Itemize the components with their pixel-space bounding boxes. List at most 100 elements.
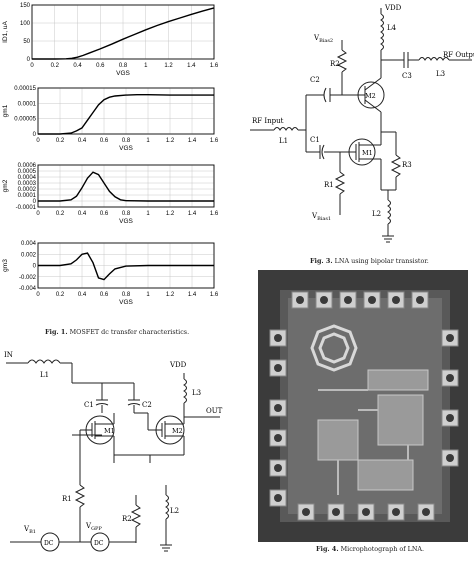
chart-3-ytick: 0.0003: [18, 181, 37, 187]
chart-1-ytick: 100: [20, 21, 31, 27]
chart-4-xtick: 0.8: [122, 292, 131, 298]
chart-4-xtick: 1: [146, 292, 150, 298]
chart-3-xtick: 1.6: [210, 211, 219, 217]
chart-1-ytick: 150: [20, 3, 31, 9]
fig3-m2-label: M2: [365, 92, 376, 100]
chart-3-xtick: 0.6: [100, 211, 109, 217]
fig4-caption-text: Microphotograph of LNA.: [340, 545, 425, 553]
fig1-caption: Fig. 1. MOSFET dc transfer characteristi…: [45, 328, 189, 336]
chart-3-xlabel: VGS: [119, 218, 133, 225]
fig2-dc2-label: DC: [94, 540, 104, 547]
chart-2-ytick: 0.00005: [14, 117, 36, 123]
chart-3-ytick: 0.0001: [18, 193, 37, 199]
fig2-r1-label: R1: [62, 495, 72, 503]
chart-1-ytick: 0: [27, 57, 31, 63]
chart-2-xtick: 1: [146, 138, 150, 144]
chart-1-xtick: 0: [30, 63, 34, 69]
fig2-out-label: OUT: [206, 407, 223, 415]
chart-3-ytick: 0: [33, 199, 37, 205]
chart-1-ylabel: ID1, uA: [2, 21, 9, 43]
fig2-m1-label: M1: [104, 427, 115, 435]
chart-1-xlabel: VGS: [116, 70, 130, 77]
fig2-r2-label: R2: [122, 515, 132, 523]
chart-1-xtick: 0.2: [51, 63, 60, 69]
chart-3-ytick: -0.0001: [16, 205, 37, 211]
fig3-caption-text: LNA using bipolar transistor.: [334, 257, 429, 265]
chart-3-xtick: 1.4: [188, 211, 197, 217]
chart-2-ylabel: gm1: [2, 104, 9, 117]
fig3-c2-label: C2: [310, 76, 320, 84]
chart-3-xtick: 0.8: [122, 211, 131, 217]
chart-2-xtick: 0.8: [122, 138, 131, 144]
fig2-schematic: IN L1 VDD L3 OUT C1 C2 M1 M2 R1 R2 L2 VB…: [0, 345, 240, 561]
chart-3-ytick: 0.0004: [18, 175, 37, 181]
chart-4-xlabel: VGS: [119, 299, 133, 306]
chart-1-border: [31, 4, 215, 60]
fig1-caption-label: Fig. 1.: [45, 328, 68, 336]
fig4-caption-label: Fig. 4.: [316, 545, 339, 553]
fig3-vbias2-label: VBias2: [313, 34, 333, 44]
chart-3-ytick: 0.0005: [18, 169, 37, 175]
chart-4-ytick: 0.002: [21, 252, 37, 258]
chart-3-xtick: 0.4: [78, 211, 87, 217]
chart-4-xtick: 0.6: [100, 292, 109, 298]
fig3-caption-label: Fig. 3.: [310, 257, 333, 265]
fig2-c2-label: C2: [142, 401, 152, 409]
chart-2-ytick: 0.00015: [14, 86, 36, 92]
chart-3-series-line: [38, 171, 214, 202]
fig4-chip-image: [258, 270, 468, 542]
chart-2-xtick: 1.6: [210, 138, 219, 144]
fig2-in-label: IN: [4, 351, 13, 359]
chart-4-xtick: 1.2: [166, 292, 175, 298]
fig2-svg: IN L1 VDD L3 OUT C1 C2 M1 M2 R1 R2 L2 VB…: [4, 351, 223, 552]
fig3-l3-label: L3: [436, 70, 445, 78]
fig3-r3-label: R3: [402, 161, 412, 169]
chart-2-xtick: 1.4: [188, 138, 197, 144]
chart-4-ytick: 0: [33, 264, 37, 270]
chart-4-ytick: 0.004: [21, 241, 37, 247]
chart-1-xtick: 1.2: [164, 63, 173, 69]
fig2-l2-label: L2: [170, 507, 179, 515]
chart-3-border: [37, 164, 215, 208]
chart-1-series-line: [32, 7, 215, 60]
chart-2-xtick: 0.2: [56, 138, 65, 144]
chart-3-ytick: 0.0006: [18, 163, 37, 169]
chart-4-ytick: -0.004: [19, 286, 37, 292]
fig3-m1-label: M1: [362, 149, 373, 157]
fig2-c1-label: C1: [84, 401, 94, 409]
chart-2-xtick: 0: [36, 138, 40, 144]
fig3-l1-label: L1: [279, 137, 288, 145]
chart-4-xtick: 0.4: [78, 292, 87, 298]
fig3-l4-label: L4: [387, 24, 397, 32]
chart-1-xtick: 0.4: [73, 63, 82, 69]
chart-3-xtick: 1.2: [166, 211, 175, 217]
fig3-rf-input-label: RF Input: [252, 117, 284, 125]
fig2-m2-label: M2: [172, 427, 183, 435]
chart-1-xtick: 0.6: [96, 63, 105, 69]
fig2-vb1-label: VB1: [23, 525, 36, 535]
chart-4-xtick: 0.2: [56, 292, 65, 298]
chart-2-xtick: 1.2: [166, 138, 175, 144]
fig2-vgpp-label: VGPP: [85, 522, 102, 532]
chart-4-xtick: 1.4: [188, 292, 197, 298]
chart-1-xtick: 1.4: [187, 63, 196, 69]
chart-3-ylabel: gm2: [2, 179, 9, 192]
fig4-caption: Fig. 4. Microphotograph of LNA.: [316, 545, 424, 553]
fig3-c3-label: C3: [402, 72, 412, 80]
chart-1-ytick: 50: [23, 39, 30, 45]
chart-4-series-line: [38, 252, 214, 281]
fig3-vbias1-label: VBias1: [311, 212, 331, 222]
chart-2-xlabel: VGS: [119, 145, 133, 152]
fig3-r2-label: R2: [330, 60, 340, 68]
fig3-svg: VDD L4 VBias2 R2 C2 M2 C3 L3 RF Output R…: [250, 4, 474, 243]
chart-4-ytick: -0.002: [19, 275, 37, 281]
chart-3-xtick: 1: [146, 211, 150, 217]
fig3-vdd-label: VDD: [384, 4, 402, 12]
fig2-dc1-label: DC: [44, 540, 54, 547]
fig2-l3-label: L3: [192, 389, 201, 397]
fig3-l2-label: L2: [372, 210, 381, 218]
fig3-schematic: VDD L4 VBias2 R2 C2 M2 C3 L3 RF Output R…: [244, 0, 474, 250]
chart-4-ylabel: gm3: [2, 259, 9, 272]
fig3-c1-label: C1: [310, 136, 320, 144]
